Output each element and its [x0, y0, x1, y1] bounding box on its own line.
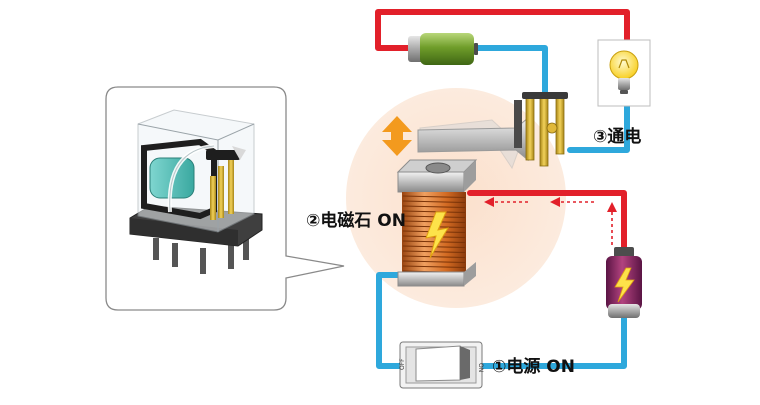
double-arrow-icon [382, 116, 412, 156]
coil-winding [402, 260, 466, 263]
power-on-label: ①电源 ON [492, 356, 575, 377]
rocker-switch-icon: OFF ON [399, 341, 484, 389]
electromagnet-on-label: ②电磁石 ON [306, 210, 406, 231]
relay-armature [417, 92, 568, 170]
relay-component [129, 109, 263, 274]
circuit-wires [375, 9, 630, 369]
battery-icon [408, 33, 478, 65]
coil-winding [402, 265, 466, 268]
lightning-icon [425, 211, 450, 259]
coil-winding [402, 200, 466, 203]
current-flow-arrows [484, 197, 617, 245]
switch-on-text: ON [477, 363, 484, 372]
coil-winding [402, 210, 466, 213]
coil-winding [402, 195, 466, 198]
light-bulb-icon [597, 39, 651, 107]
conduct-label: ③通电 [593, 126, 641, 147]
battery-icon [606, 247, 642, 318]
coil-winding [402, 255, 466, 258]
switch-off-text: OFF [399, 358, 406, 370]
coil-winding [402, 205, 466, 208]
